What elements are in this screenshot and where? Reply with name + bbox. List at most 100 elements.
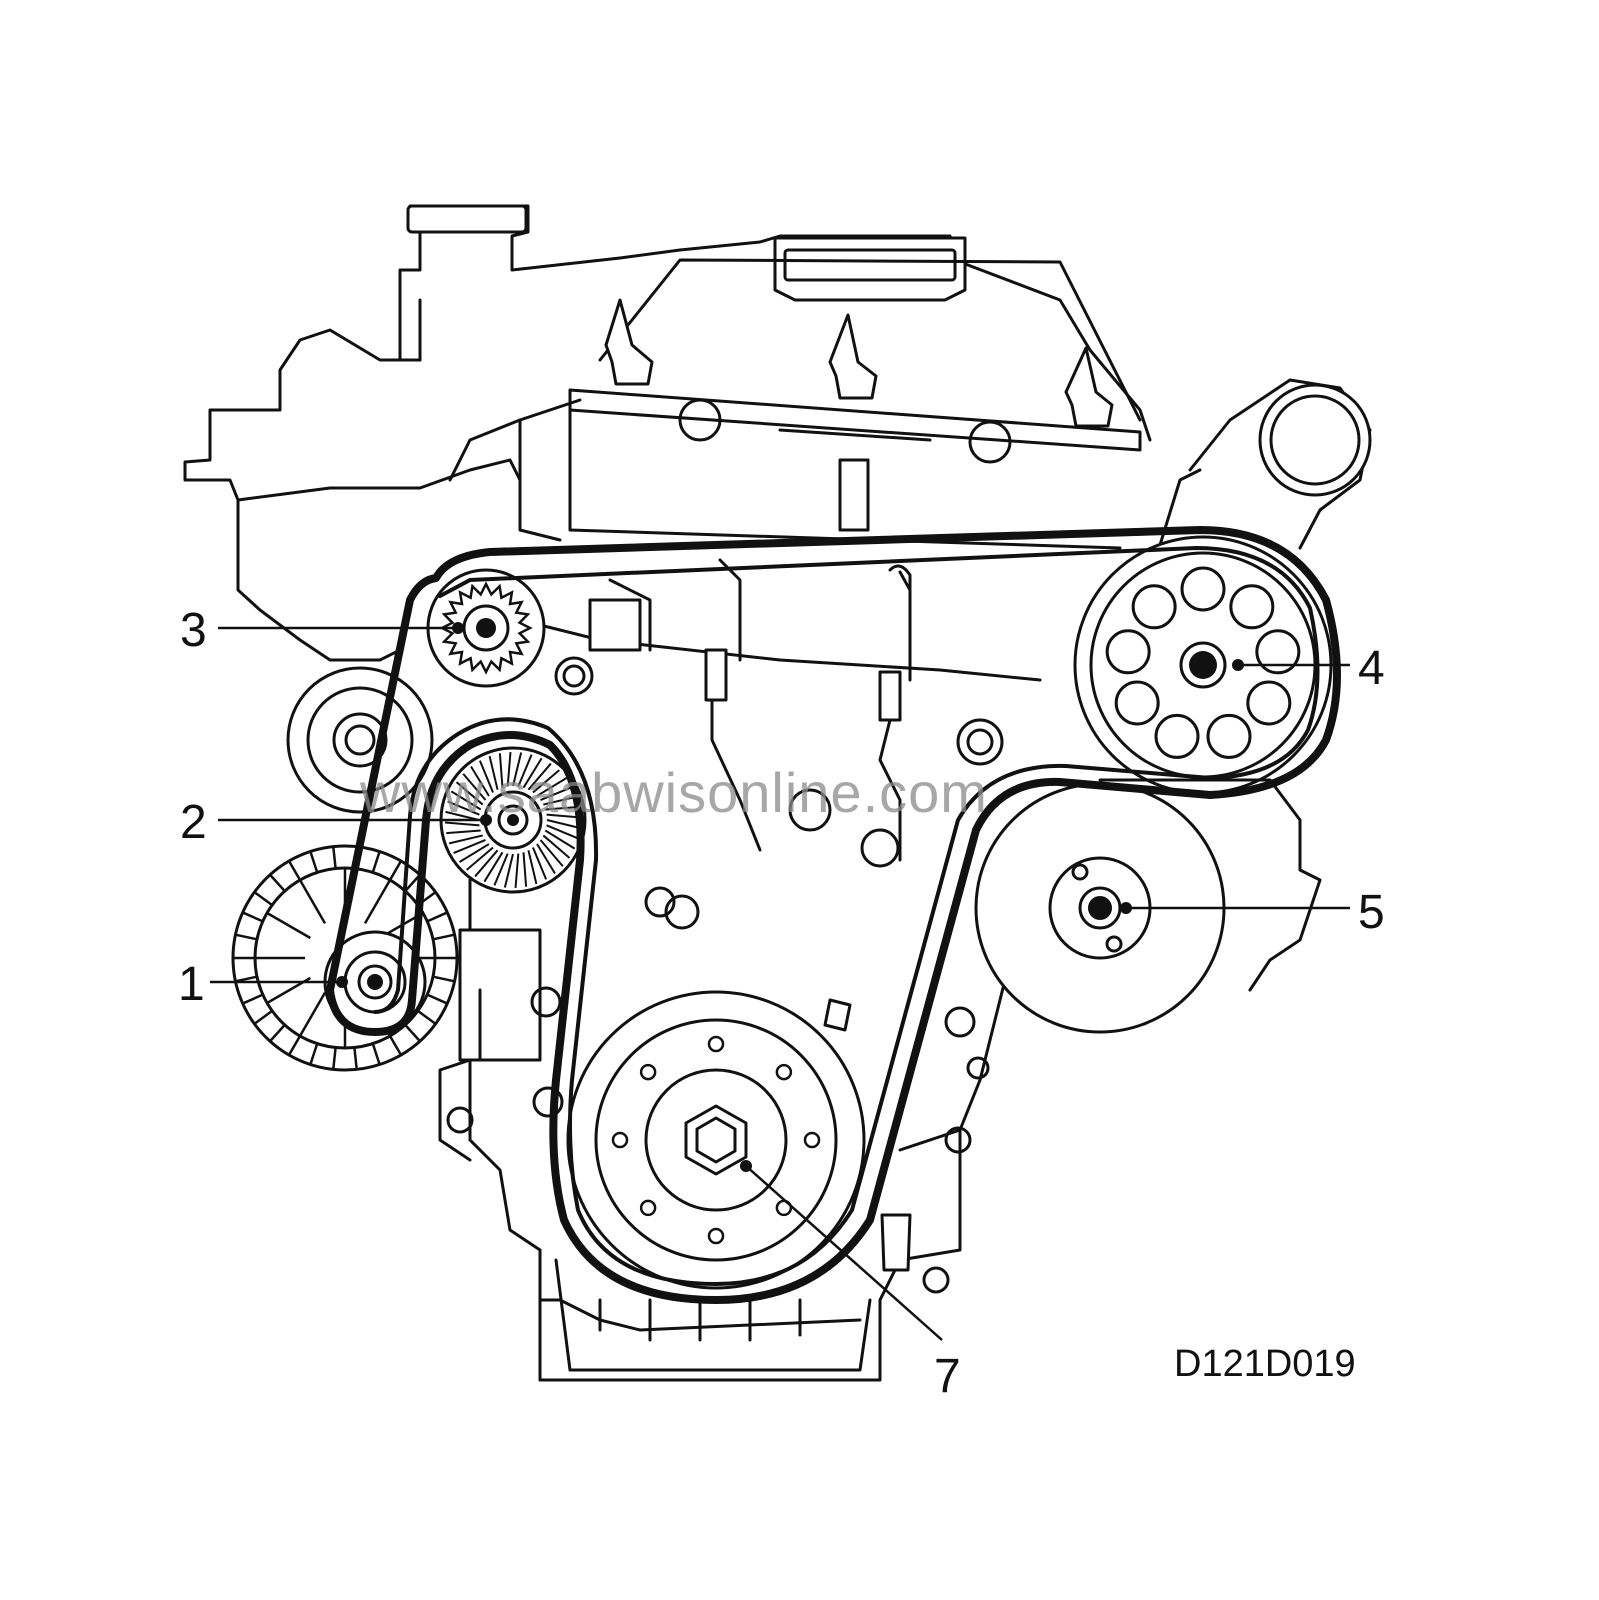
damper-bolt-hole bbox=[707, 1035, 725, 1053]
alternator-fan-blade bbox=[545, 805, 580, 811]
tensioner-rib bbox=[287, 1035, 302, 1056]
callout-4-label: 4 bbox=[1358, 642, 1385, 695]
tensioner-rib bbox=[417, 1009, 437, 1025]
callout-7-label: 7 bbox=[934, 1350, 961, 1403]
tensioner-rib bbox=[235, 933, 258, 941]
alternator-fan-blade bbox=[450, 790, 482, 811]
idler-pulley-left bbox=[286, 666, 434, 814]
alternator-fan-blade bbox=[540, 785, 573, 801]
alternator-fan-blade bbox=[532, 769, 560, 794]
tensioner-spoke bbox=[266, 911, 311, 940]
alternator-fan-blade bbox=[493, 853, 509, 886]
damper-bolt-hole bbox=[775, 1063, 793, 1081]
alternator-fan-blade bbox=[527, 850, 538, 885]
tensioner-rib bbox=[242, 993, 264, 1005]
tensioner-rib bbox=[287, 860, 302, 881]
tensioner-rib bbox=[426, 911, 448, 923]
tensioner-rib bbox=[332, 1047, 337, 1070]
callout-1-label: 1 bbox=[178, 958, 205, 1011]
watermark: www.saabwisonline.com bbox=[359, 761, 988, 824]
alternator-fan-blade bbox=[446, 829, 481, 835]
callout-4-dot bbox=[1232, 659, 1244, 671]
pulley-hole bbox=[1246, 680, 1292, 726]
damper-bolt-hole bbox=[639, 1063, 657, 1081]
tensioner-rib bbox=[388, 1035, 403, 1056]
callout-3-dot bbox=[452, 622, 464, 634]
alternator-fan-blade bbox=[448, 834, 483, 845]
alternator-fan-blade bbox=[458, 843, 490, 863]
pulley-hole bbox=[1105, 629, 1151, 675]
tensioner-rib bbox=[404, 873, 421, 892]
callout-7-dot bbox=[740, 1160, 752, 1172]
alternator-fan-blade bbox=[542, 834, 571, 859]
alternator-pulley bbox=[439, 746, 587, 894]
alternator-fan-blade bbox=[522, 852, 528, 887]
alternator-fan-blade bbox=[498, 753, 504, 788]
drive-belt bbox=[326, 526, 1341, 1304]
power-steering-pulley bbox=[1073, 535, 1333, 795]
tensioner-spoke bbox=[298, 992, 327, 1037]
alternator-fan-blade bbox=[539, 839, 564, 867]
tensioner-rib bbox=[432, 975, 455, 983]
damper-bolt-hole bbox=[639, 1199, 657, 1217]
pulley-hole bbox=[1131, 584, 1177, 630]
alternator-fan-blade bbox=[536, 843, 556, 875]
tensioner-rib bbox=[388, 860, 403, 881]
alternator-fan-blade bbox=[474, 849, 499, 878]
alternator-fan-blade bbox=[546, 819, 581, 830]
tensioner-rib bbox=[253, 891, 273, 907]
alternator-fan-blade bbox=[506, 751, 512, 787]
callout-7-leader bbox=[745, 1165, 943, 1341]
tensioner-rib bbox=[432, 933, 455, 941]
callout-2-label: 2 bbox=[180, 796, 207, 849]
alternator-fan-blade bbox=[532, 847, 548, 880]
tensioner-rib bbox=[404, 1024, 421, 1043]
alternator-fan-blade bbox=[444, 821, 480, 827]
figure-code: D121D019 bbox=[1174, 1343, 1356, 1385]
alternator-fan-blade bbox=[462, 773, 487, 801]
tensioner-rib bbox=[426, 993, 448, 1005]
alternator-fan-blade bbox=[488, 755, 499, 790]
alternator-fan-blade bbox=[546, 813, 582, 819]
crankshaft-pulley bbox=[566, 990, 866, 1290]
tensioner-rib bbox=[242, 911, 264, 923]
drive-belt-inner bbox=[373, 546, 1320, 1286]
tensioner-rib bbox=[269, 873, 286, 892]
ac-compressor-pulley bbox=[974, 778, 1322, 1034]
alternator-fan-blade bbox=[527, 762, 552, 791]
pulley-hole bbox=[1154, 713, 1200, 759]
tensioner-rib bbox=[309, 1043, 319, 1065]
callout-5-dot bbox=[1120, 902, 1132, 914]
callout-2-dot bbox=[480, 814, 492, 826]
damper-bolt-hole bbox=[803, 1131, 821, 1149]
tensioner-rib bbox=[253, 1009, 273, 1025]
tensioner-rib bbox=[353, 1047, 358, 1070]
pulley-hole bbox=[1206, 713, 1252, 759]
callout-3-label: 3 bbox=[180, 604, 207, 657]
pulley-hole bbox=[1180, 566, 1226, 612]
alternator-fan-blade bbox=[447, 800, 480, 816]
alternator-fan-blade bbox=[478, 760, 494, 793]
alternator-fan-blade bbox=[543, 795, 578, 806]
alternator-fan-blade bbox=[483, 851, 504, 883]
damper-bolt-hole bbox=[611, 1131, 629, 1149]
pulley-hole bbox=[1229, 584, 1275, 630]
alternator-fan-blade bbox=[453, 839, 486, 855]
alternator-fan-blade bbox=[445, 810, 480, 821]
alternator-fan-blade bbox=[470, 765, 490, 797]
alternator-fan-blade bbox=[536, 777, 568, 797]
tensioner-rib bbox=[371, 851, 381, 873]
alternator-fan-blade bbox=[503, 853, 514, 888]
tensioner-rib bbox=[235, 975, 258, 983]
damper-bolt-hole bbox=[707, 1227, 725, 1245]
alternator-fan-blade bbox=[466, 846, 494, 871]
tensioner-rib bbox=[269, 1024, 286, 1043]
alternator-fan-blade bbox=[544, 829, 576, 850]
tensioner-rib bbox=[309, 851, 319, 873]
tensioner-spoke bbox=[363, 879, 392, 924]
tensioner-spoke bbox=[298, 879, 327, 924]
alternator-fan-blade bbox=[522, 757, 543, 789]
tensioner-rib bbox=[332, 846, 337, 869]
alternator-fan-blade bbox=[455, 781, 484, 806]
